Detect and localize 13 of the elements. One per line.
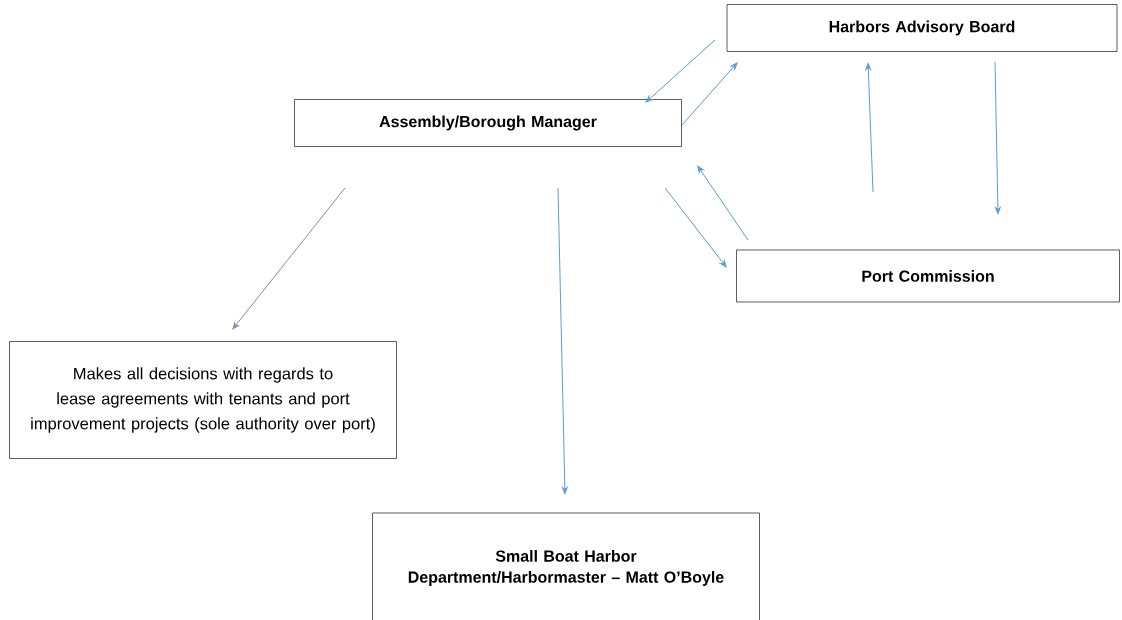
arrow (557, 187, 568, 495)
arrow (681, 62, 738, 126)
department-box: Small Boat Harbor Department/Harbormaster – Matt O’Boyle (372, 512, 760, 620)
arrow (664, 187, 727, 268)
board-box: Harbors Advisory Board (726, 4, 1118, 52)
note-box: Makes all decisions with regards to lease agreements with tenants and port improvement projects (sole authority over port) (9, 341, 397, 459)
commission-box: Port Commission (736, 249, 1120, 303)
arrow (697, 165, 749, 241)
manager-box: Assembly/Borough Manager (294, 99, 682, 147)
arrow (994, 61, 1001, 215)
arrow (865, 62, 874, 193)
arrow (232, 187, 346, 330)
arrow (645, 39, 716, 103)
